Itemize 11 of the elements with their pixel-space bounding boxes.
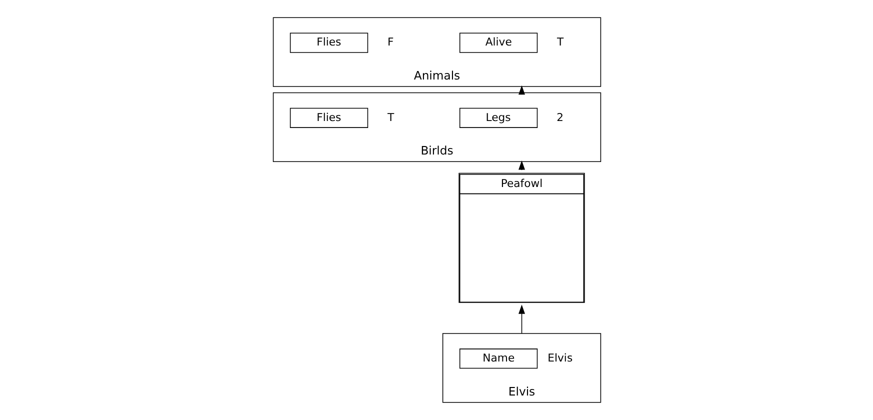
node-label: T: [386, 110, 394, 124]
node-box: Flies: [289, 108, 368, 128]
arrow: [518, 304, 525, 334]
node-box: Legs: [458, 108, 538, 128]
node-box: Alive: [458, 32, 538, 53]
node-box: Flies: [289, 32, 368, 53]
node-label: F: [386, 36, 394, 49]
node-label: 2: [556, 110, 563, 124]
node-label: T: [556, 36, 564, 49]
node-box: Name: [458, 348, 538, 369]
node-label: Elvis: [547, 351, 572, 364]
